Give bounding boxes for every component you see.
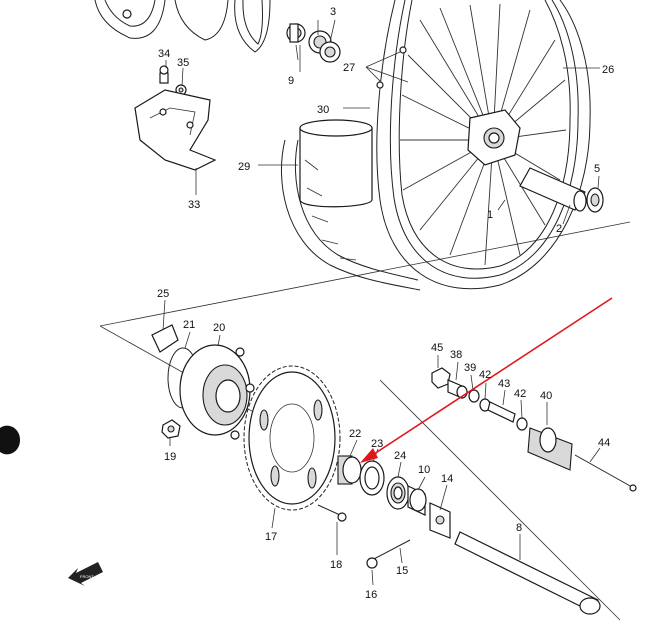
label-part-42a: 42 (479, 369, 491, 381)
part-labels: 3 9 27 26 30 29 1 2 5 34 35 33 25 21 20 … (157, 6, 614, 601)
label-part-34: 34 (158, 48, 170, 60)
label-part-30: 30 (317, 104, 329, 116)
label-part-17: 17 (265, 531, 277, 543)
damper-25 (151, 324, 179, 353)
bearing-5 (586, 187, 604, 213)
label-part-2: 2 (556, 223, 562, 235)
label-part-45: 45 (431, 342, 443, 354)
label-part-42b: 42 (514, 388, 526, 400)
label-part-26: 26 (602, 64, 614, 76)
slider-40 (527, 427, 573, 471)
label-part-18: 18 (330, 559, 342, 571)
spacer-43 (487, 401, 516, 423)
highlight-arrow (360, 297, 613, 463)
label-part-27: 27 (343, 62, 355, 74)
label-part-35: 35 (177, 57, 189, 69)
label-part-38: 38 (450, 349, 462, 361)
nut-16 (366, 557, 378, 569)
label-part-3: 3 (330, 6, 336, 18)
bearing-24 (386, 476, 410, 510)
tire-29 (280, 139, 421, 291)
label-part-33: 33 (188, 199, 200, 211)
label-part-5: 5 (594, 163, 600, 175)
label-part-25: 25 (157, 288, 169, 300)
chain-guard-33 (134, 89, 217, 171)
label-part-39: 39 (464, 362, 476, 374)
label-part-40: 40 (540, 390, 552, 402)
sprocket-carrier-20 (179, 344, 255, 440)
bolt-34 (159, 65, 169, 84)
label-part-1: 1 (487, 209, 493, 221)
front-badge-text: FRONT (80, 574, 94, 579)
front-direction-badge: FRONT (68, 562, 103, 586)
label-part-21: 21 (183, 319, 195, 331)
label-part-15: 15 (396, 565, 408, 577)
spacer-2 (519, 167, 587, 212)
label-part-16: 16 (365, 589, 377, 601)
leader-lines (162, 19, 601, 586)
label-part-10: 10 (418, 464, 430, 476)
label-part-43: 43 (498, 378, 510, 390)
label-part-22: 22 (349, 428, 361, 440)
collar-10 (407, 485, 427, 516)
rear-sprocket-17 (243, 365, 341, 511)
valve-27 (365, 46, 409, 89)
assembly-frame-lines (99, 221, 631, 621)
brake-disc-partial (94, 0, 271, 53)
label-part-24: 24 (394, 450, 406, 462)
bearing-9 (286, 23, 306, 43)
adjuster-14 (429, 502, 451, 539)
bearing-3 (308, 30, 341, 63)
label-part-20: 20 (213, 322, 225, 334)
label-part-29: 29 (238, 161, 250, 173)
label-part-9: 9 (288, 75, 294, 87)
partial-cap-left (0, 425, 20, 455)
label-part-14: 14 (441, 473, 453, 485)
axle-8 (454, 531, 601, 615)
washer-42b (516, 417, 528, 431)
seal-23 (359, 460, 385, 496)
label-part-44: 44 (598, 437, 610, 449)
washer-39 (468, 389, 480, 403)
bolt-15 (371, 539, 411, 561)
label-part-8: 8 (516, 522, 522, 534)
nut-45 (431, 367, 451, 389)
rear-wheel (376, 0, 591, 290)
bolt-18 (317, 504, 347, 522)
tube-30 (299, 119, 373, 208)
label-part-23: 23 (371, 438, 383, 450)
bolt-44 (574, 454, 637, 492)
nut-19 (161, 419, 181, 439)
label-part-19: 19 (164, 451, 176, 463)
spacer-22 (337, 455, 362, 485)
